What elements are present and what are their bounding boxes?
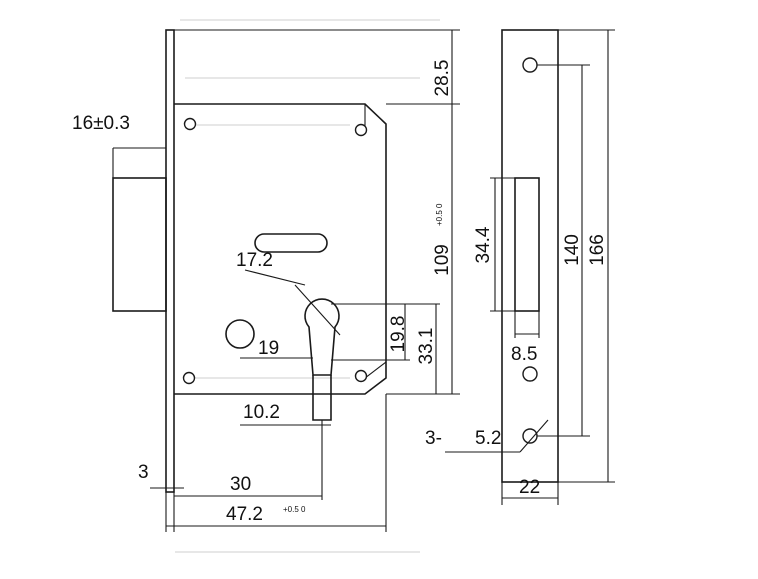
body-screws <box>182 117 368 385</box>
dim-bolt-width: 16±0.3 <box>72 113 130 134</box>
cam-tail <box>312 375 332 421</box>
screw-icon <box>522 366 538 382</box>
dim-plate-width: 22 <box>519 477 540 498</box>
dim-bolt-slot-width: 8.5 <box>511 344 537 365</box>
dim-cylinder-center: 19.8 <box>388 316 409 353</box>
dim-case-depth: 47.2 <box>226 504 263 525</box>
lock-case <box>174 103 387 395</box>
cylinder-keyhole <box>304 298 340 376</box>
dim-screw-hole-count: 3- <box>425 428 442 449</box>
screw-icon <box>183 117 197 131</box>
screw-icon <box>182 371 196 385</box>
faceplate-strip <box>165 29 175 493</box>
dimension-labels: 16±0.3 28.5 109 +0.5 0 17.2 19 19.8 33.1… <box>72 60 608 525</box>
face-plate <box>501 29 559 483</box>
dim-screw-hole-diameter: 5.2 <box>475 428 501 449</box>
dim-top-offset: 28.5 <box>432 60 453 97</box>
background-artifacts <box>175 19 440 553</box>
dimension-lines <box>112 29 615 532</box>
dim-screw-spacing: 140 <box>562 234 583 266</box>
dim-case-height-group: 109 +0.5 0 <box>432 203 453 276</box>
dim-bolt-slot-height: 34.4 <box>473 226 494 263</box>
screw-icon <box>354 123 368 137</box>
dim-plate-height: 166 <box>587 234 608 266</box>
dim-cam-width: 10.2 <box>243 402 280 423</box>
face-plate-outline <box>501 29 559 483</box>
latch-bolt <box>112 177 167 312</box>
dim-case-height-tol: +0.5 0 <box>435 203 444 226</box>
screw-icon <box>354 369 368 383</box>
dim-case-depth-tol: +0.5 0 <box>283 505 306 514</box>
bolt-slot <box>514 177 540 312</box>
dim-faceplate-thickness: 3 <box>138 462 149 483</box>
dim-cylinder-diameter: 17.2 <box>236 250 273 271</box>
guide-slot <box>254 233 328 253</box>
lock-body <box>112 29 387 493</box>
dim-follower-distance: 33.1 <box>416 328 437 365</box>
dim-spindle-offset: 19 <box>258 338 279 359</box>
screw-icon <box>522 57 538 73</box>
dim-backset: 30 <box>230 474 251 495</box>
dim-case-height: 109 <box>432 244 453 276</box>
follower-hole <box>225 319 255 349</box>
plate-screw-holes <box>522 57 538 444</box>
